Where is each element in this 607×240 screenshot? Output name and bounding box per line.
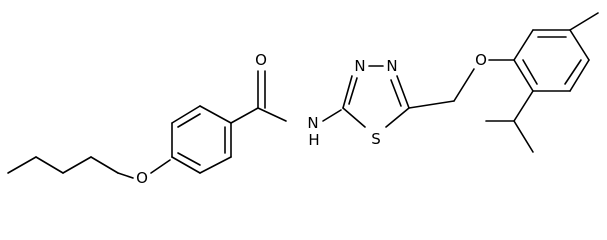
bond [62,156,92,174]
bond [522,59,538,85]
bond [396,75,410,109]
bond [177,113,201,128]
bond [385,107,410,128]
bond [569,59,590,92]
ether-oxygen-left-label: O [136,169,148,187]
ring-nitrogen-left-label: N [354,57,365,75]
bond [342,107,366,128]
bond [35,156,64,174]
bond [150,159,171,174]
ring-sulfur-label: S [371,130,381,148]
bond [171,105,201,124]
ring-nitrogen-right-label: N [386,57,397,75]
bond [569,12,599,31]
bond [513,29,534,61]
bond [390,79,402,107]
bond-lines [7,12,599,179]
bond [7,156,37,174]
chemical-structure-diagram: O O N H N N S O [7,12,599,187]
bond [199,105,232,124]
bond [117,172,134,179]
bond [199,156,232,174]
bond [171,156,201,174]
bond [513,90,534,122]
amide-nitrogen-label: N [307,114,318,132]
bond [564,59,582,85]
carbonyl-oxygen-label: O [255,51,267,69]
bond [90,156,119,174]
atom-labels: O O N H N N S O [136,51,487,187]
bond [177,152,201,166]
bond [513,120,534,153]
bond [257,107,287,122]
bond [342,75,353,109]
bond [230,107,259,124]
bond [453,68,475,102]
bond [569,29,590,61]
amide-hydrogen-label: H [308,131,319,149]
bond [322,109,342,122]
ether-oxygen-right-label: O [475,51,487,69]
bond [348,77,358,105]
bond [513,59,534,92]
bond [408,100,455,109]
